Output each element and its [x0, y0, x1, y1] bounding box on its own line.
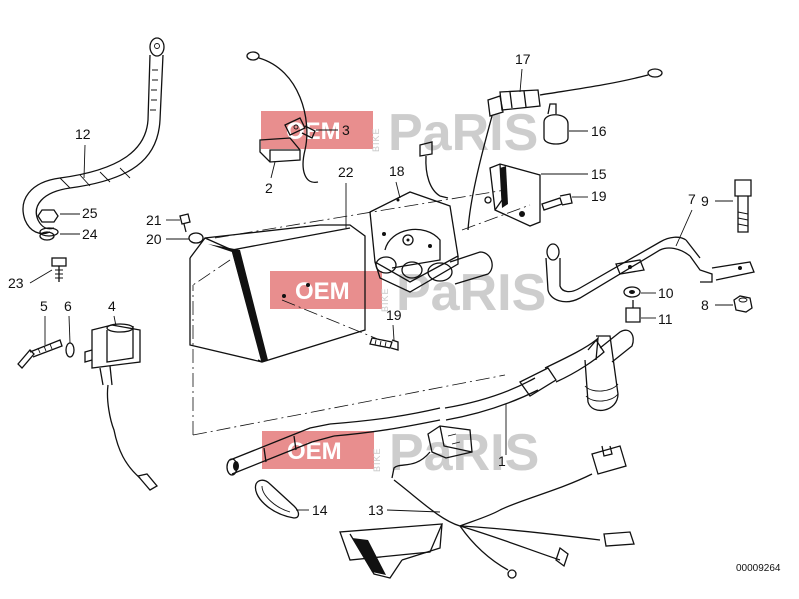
callout-21: 21	[146, 212, 162, 228]
bolt-9: 9	[701, 179, 752, 233]
callout-7: 7	[688, 191, 696, 207]
callout-2: 2	[265, 180, 273, 196]
screw-19-upper: 19	[541, 188, 607, 211]
callout-3: 3	[342, 122, 350, 138]
callout-6: 6	[64, 298, 72, 314]
bolt-21: 21	[146, 212, 191, 233]
cover-box-22: 22	[189, 164, 366, 363]
callout-17: 17	[515, 51, 531, 67]
callout-5: 5	[40, 298, 48, 314]
washer-10: 10	[623, 285, 674, 301]
nut-8: 8	[701, 295, 753, 313]
washer-24: 24	[39, 226, 98, 242]
watermark-oem-text: OEM	[287, 438, 342, 465]
watermark-oem-text: OEM	[295, 278, 350, 305]
watermark-bottom: OEM BIKE PaRIS	[262, 424, 539, 482]
callout-11: 11	[658, 311, 673, 327]
part-3: 3	[284, 117, 350, 139]
callout-15: 15	[591, 166, 607, 182]
spark-plug-lead-1: 1	[226, 329, 634, 476]
callout-4: 4	[108, 298, 116, 314]
assembly-lines	[192, 189, 531, 436]
callout-20: 20	[146, 231, 162, 247]
clip-16: 16	[543, 103, 607, 145]
diagram-id: 00009264	[736, 563, 781, 574]
callout-25: 25	[82, 205, 98, 221]
callout-13: 13	[368, 502, 384, 518]
screw-5: 5	[17, 298, 63, 369]
callout-16: 16	[591, 123, 607, 139]
callout-12: 12	[75, 126, 91, 142]
nut-25: 25	[37, 205, 98, 223]
callout-22: 22	[338, 164, 354, 180]
wire-17: 17	[467, 51, 663, 231]
callout-10: 10	[658, 285, 674, 301]
wire-2: 2	[246, 51, 319, 196]
callout-23: 23	[8, 275, 24, 291]
watermark-bike-text: BIKE	[371, 127, 381, 152]
watermark-parts-text: PaRIS	[396, 264, 546, 322]
strap-7: 7	[545, 191, 755, 303]
callout-18: 18	[389, 163, 405, 179]
watermark-middle: OEM BIKE PaRIS	[270, 264, 546, 322]
watermark-parts-text: PaRIS	[388, 104, 538, 162]
screw-23: 23	[8, 257, 67, 291]
washer-6: 6	[64, 298, 75, 358]
wiring-harness-13: 13	[339, 425, 635, 579]
watermark-top: OEM BIKE PaRIS	[261, 104, 538, 162]
callout-19-upper: 19	[591, 188, 607, 204]
watermark-bike-text: BIKE	[372, 447, 382, 472]
clip-14: 14	[254, 479, 328, 519]
watermark-oem-text: OEM	[286, 118, 341, 145]
washer-20: 20	[146, 231, 204, 247]
bolt-11: 11	[625, 300, 673, 327]
coil-bracket-18: 18	[369, 141, 493, 293]
relay-4: 4	[84, 298, 158, 491]
bracket-15: 15	[484, 163, 607, 227]
screw-19-lower: 19	[369, 307, 402, 351]
callout-14: 14	[312, 502, 328, 518]
watermark-bike-text: BIKE	[380, 287, 390, 312]
callout-8: 8	[701, 297, 709, 313]
ground-strap-12: 12	[22, 37, 165, 241]
callout-1: 1	[498, 453, 506, 469]
callout-9: 9	[701, 193, 709, 209]
callout-19-lower: 19	[386, 307, 402, 323]
watermark-parts-text: PaRIS	[389, 424, 539, 482]
callout-24: 24	[82, 226, 98, 242]
